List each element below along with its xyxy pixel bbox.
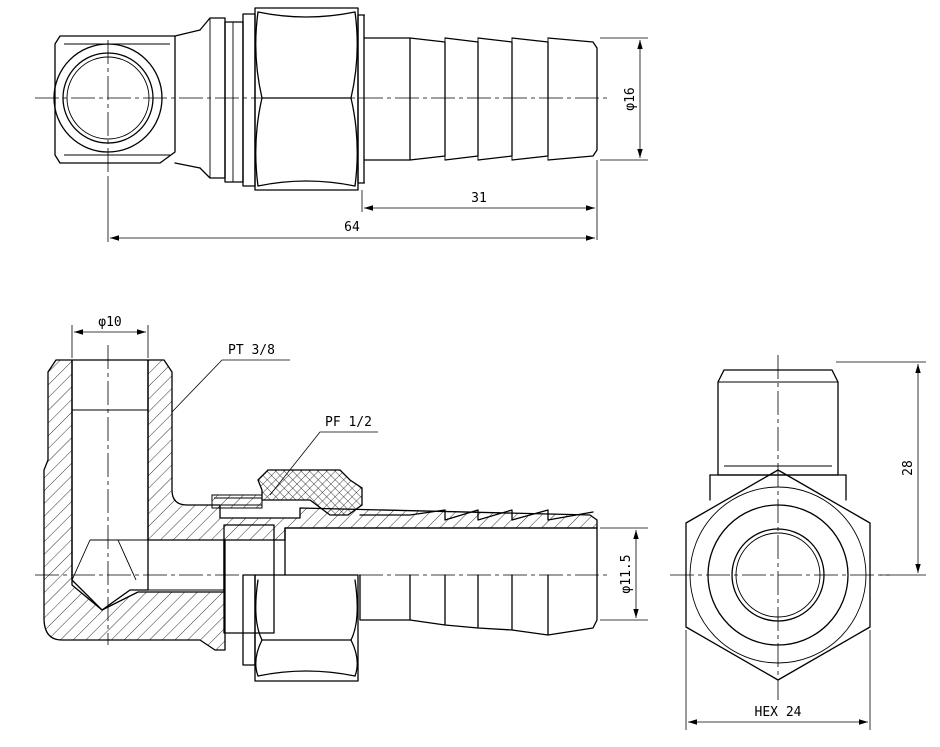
- top-hex-nut: [254, 7, 365, 191]
- dim-pf12: PF 1/2: [269, 415, 378, 496]
- dim-hex24: HEX 24: [685, 630, 871, 730]
- dim-64-label: 64: [344, 220, 360, 235]
- section-view: φ10 PT 3/8 PF 1/2 φ11.5: [35, 315, 648, 682]
- end-view-stub: [709, 369, 847, 501]
- dim-28: 28: [836, 361, 926, 576]
- top-view: φ16 31 64: [35, 7, 648, 242]
- end-view-hexagon: [685, 469, 871, 681]
- dim-hex24-label: HEX 24: [755, 705, 802, 720]
- top-neck: [199, 13, 256, 187]
- dim-dia16: φ16: [600, 37, 648, 161]
- dim-dia11_5: φ11.5: [600, 527, 648, 621]
- dim-dia10-label: φ10: [98, 315, 121, 330]
- section-hose-barb: [284, 509, 598, 636]
- dim-pt38-label: PT 3/8: [228, 343, 275, 358]
- dim-dia10: φ10: [71, 315, 149, 358]
- dim-31-label: 31: [471, 191, 487, 206]
- section-lower-nut: [242, 574, 359, 682]
- dim-64: 64: [107, 180, 595, 242]
- end-view: 28 HEX 24: [670, 355, 926, 730]
- dim-dia16-label: φ16: [623, 87, 638, 110]
- section-inner-tube: [223, 524, 275, 634]
- dim-dia11_5-label: φ11.5: [619, 554, 634, 593]
- top-port-circles: [53, 43, 163, 153]
- dim-pt38: PT 3/8: [171, 343, 290, 413]
- dim-31: 31: [361, 160, 598, 240]
- dim-pf12-label: PF 1/2: [325, 415, 372, 430]
- dim-28-label: 28: [901, 460, 916, 476]
- top-hose-barb: [363, 37, 598, 161]
- top-elbow-body: [54, 29, 201, 169]
